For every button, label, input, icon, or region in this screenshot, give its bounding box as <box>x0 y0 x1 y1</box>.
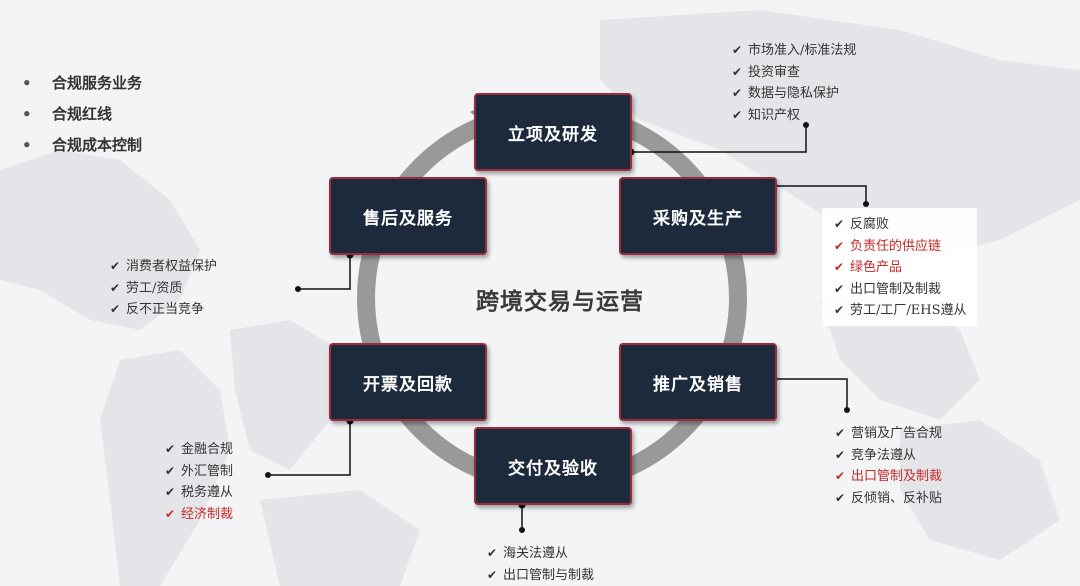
check-icon: ✔ <box>732 86 743 100</box>
list-item: ✔ 出口管制及制裁 <box>835 466 942 488</box>
list-item-label: 市场准入/标准法规 <box>748 43 857 58</box>
stage-promotion: 推广及销售 <box>619 343 777 421</box>
list-item-label: 知识产权 <box>748 107 801 123</box>
check-icon: ✔ <box>487 546 498 560</box>
check-icon: ✔ <box>834 238 845 253</box>
connector-procurement <box>774 185 867 204</box>
stage-delivery: 交付及验收 <box>474 427 632 505</box>
list-item-label: 投资审查 <box>748 64 801 80</box>
connector-aftersales <box>298 255 351 290</box>
list-item: ✔ 出口管制及制裁 <box>834 279 967 301</box>
check-icon: ✔ <box>110 280 121 295</box>
stage-aftersales: 售后及服务 <box>329 177 487 255</box>
check-icon: ✔ <box>732 64 743 79</box>
list-item-label: 消费者权益保护 <box>126 259 218 274</box>
list-item-label: 海关法遵从 <box>503 546 569 561</box>
list-item: ✔ 投资审查 <box>732 62 856 84</box>
check-icon: ✔ <box>165 485 176 499</box>
connector-invoicing <box>268 421 351 476</box>
list-item-label: 劳工/资质 <box>126 280 183 296</box>
list-item: ✔ 营销及广告合规 <box>835 423 942 445</box>
check-icon: ✔ <box>834 217 845 231</box>
list-item: ✔ 知识产权 <box>732 105 856 127</box>
list-item-label: 数据与隐私保护 <box>748 86 840 101</box>
list-item: ✔ 反倾销、反补贴 <box>835 488 942 510</box>
list-item: ✔ 竞争法遵从 <box>835 445 942 467</box>
list-item-label: 出口管制与制裁 <box>503 567 595 583</box>
list-item-label: 外汇管制 <box>181 463 234 479</box>
connector-dot <box>844 407 850 413</box>
list-item-label: 营销及广告合规 <box>851 426 943 441</box>
delivery-compliance-list: ✔ 海关法遵从 ✔ 出口管制与制裁 <box>487 543 594 586</box>
list-item-label: 出口管制及制裁 <box>850 281 942 297</box>
check-icon: ✔ <box>165 506 176 521</box>
invoicing-compliance-list: ✔ 金融合规 ✔ 外汇管制 ✔ 税务遵从 ✔ 经济制裁 <box>165 439 233 525</box>
check-icon: ✔ <box>165 442 176 456</box>
list-item: ✔ 绿色产品 <box>834 257 967 279</box>
list-item: •合规服务业务 <box>22 74 143 92</box>
stage-invoicing: 开票及回款 <box>329 343 487 421</box>
check-icon: ✔ <box>835 469 846 483</box>
connector-dot <box>265 472 271 478</box>
list-item-label: 绿色产品 <box>850 260 903 275</box>
list-item: •合规红线 <box>22 105 113 123</box>
list-item: ✔ 经济制裁 <box>165 504 233 526</box>
rd-compliance-list: ✔ 市场准入/标准法规 ✔ 投资审查 ✔ 数据与隐私保护 ✔ 知识产权 <box>732 40 856 126</box>
check-icon: ✔ <box>110 302 121 316</box>
center-title: 跨境交易与运营 <box>476 288 644 315</box>
check-icon: ✔ <box>834 303 845 317</box>
list-item-label: 负责任的供应链 <box>850 238 942 254</box>
check-icon: ✔ <box>835 490 846 505</box>
compliance-topic-list: •合规服务业务 •合规红线 •合规成本控制 <box>22 72 142 165</box>
list-item-label: 金融合规 <box>181 442 234 457</box>
check-icon: ✔ <box>165 463 176 478</box>
list-item-label: 反倾销、反补贴 <box>851 490 943 506</box>
check-icon: ✔ <box>487 567 498 582</box>
connector-dot <box>295 286 301 292</box>
list-item: ✔ 海关法遵从 <box>487 543 594 565</box>
list-item-label: 出口管制及制裁 <box>851 469 943 484</box>
list-item: ✔ 消费者权益保护 <box>110 256 217 278</box>
check-icon: ✔ <box>732 43 743 57</box>
list-item-label: 经济制裁 <box>181 506 234 522</box>
list-item: ✔ 出口管制与制裁 <box>487 565 594 586</box>
check-icon: ✔ <box>834 281 845 296</box>
list-item: ✔ 劳工/工厂/EHS遵从 <box>834 300 967 322</box>
promotion-compliance-list: ✔ 营销及广告合规 ✔ 竞争法遵从 ✔ 出口管制及制裁 ✔ 反倾销、反补贴 <box>835 423 942 509</box>
check-icon: ✔ <box>732 107 743 122</box>
check-icon: ✔ <box>835 426 846 440</box>
check-icon: ✔ <box>834 260 845 274</box>
list-item: ✔ 反腐败 <box>834 214 967 236</box>
list-item: ✔ 负责任的供应链 <box>834 236 967 258</box>
stage-procurement: 采购及生产 <box>619 177 777 255</box>
list-item: ✔ 反不正当竞争 <box>110 299 217 321</box>
check-icon: ✔ <box>835 447 846 462</box>
list-item: ✔ 劳工/资质 <box>110 278 217 300</box>
list-item-label: 反腐败 <box>850 217 890 232</box>
list-item-label: 劳工/工厂/EHS遵从 <box>850 303 967 318</box>
list-item-label: 竞争法遵从 <box>851 447 917 463</box>
list-item: ✔ 数据与隐私保护 <box>732 83 856 105</box>
list-item-label: 税务遵从 <box>181 485 234 500</box>
list-item: ✔ 市场准入/标准法规 <box>732 40 856 62</box>
stage-rd: 立项及研发 <box>474 93 632 171</box>
aftersales-compliance-list: ✔ 消费者权益保护 ✔ 劳工/资质 ✔ 反不正当竞争 <box>110 256 217 321</box>
list-item: ✔ 外汇管制 <box>165 461 233 483</box>
connector-dot <box>863 201 869 207</box>
list-item: ✔ 税务遵从 <box>165 482 233 504</box>
connector-rd <box>631 125 807 153</box>
list-item: •合规成本控制 <box>22 136 143 154</box>
connector-dot <box>519 527 525 533</box>
connector-dot <box>803 122 809 128</box>
list-item-label: 反不正当竞争 <box>126 302 205 317</box>
list-item: ✔ 金融合规 <box>165 439 233 461</box>
connector-promotion <box>774 378 848 410</box>
procurement-compliance-list: ✔ 反腐败 ✔ 负责任的供应链 ✔ 绿色产品 ✔ 出口管制及制裁 ✔ 劳工/工厂/EHS遵从 <box>822 208 977 326</box>
check-icon: ✔ <box>110 259 121 273</box>
